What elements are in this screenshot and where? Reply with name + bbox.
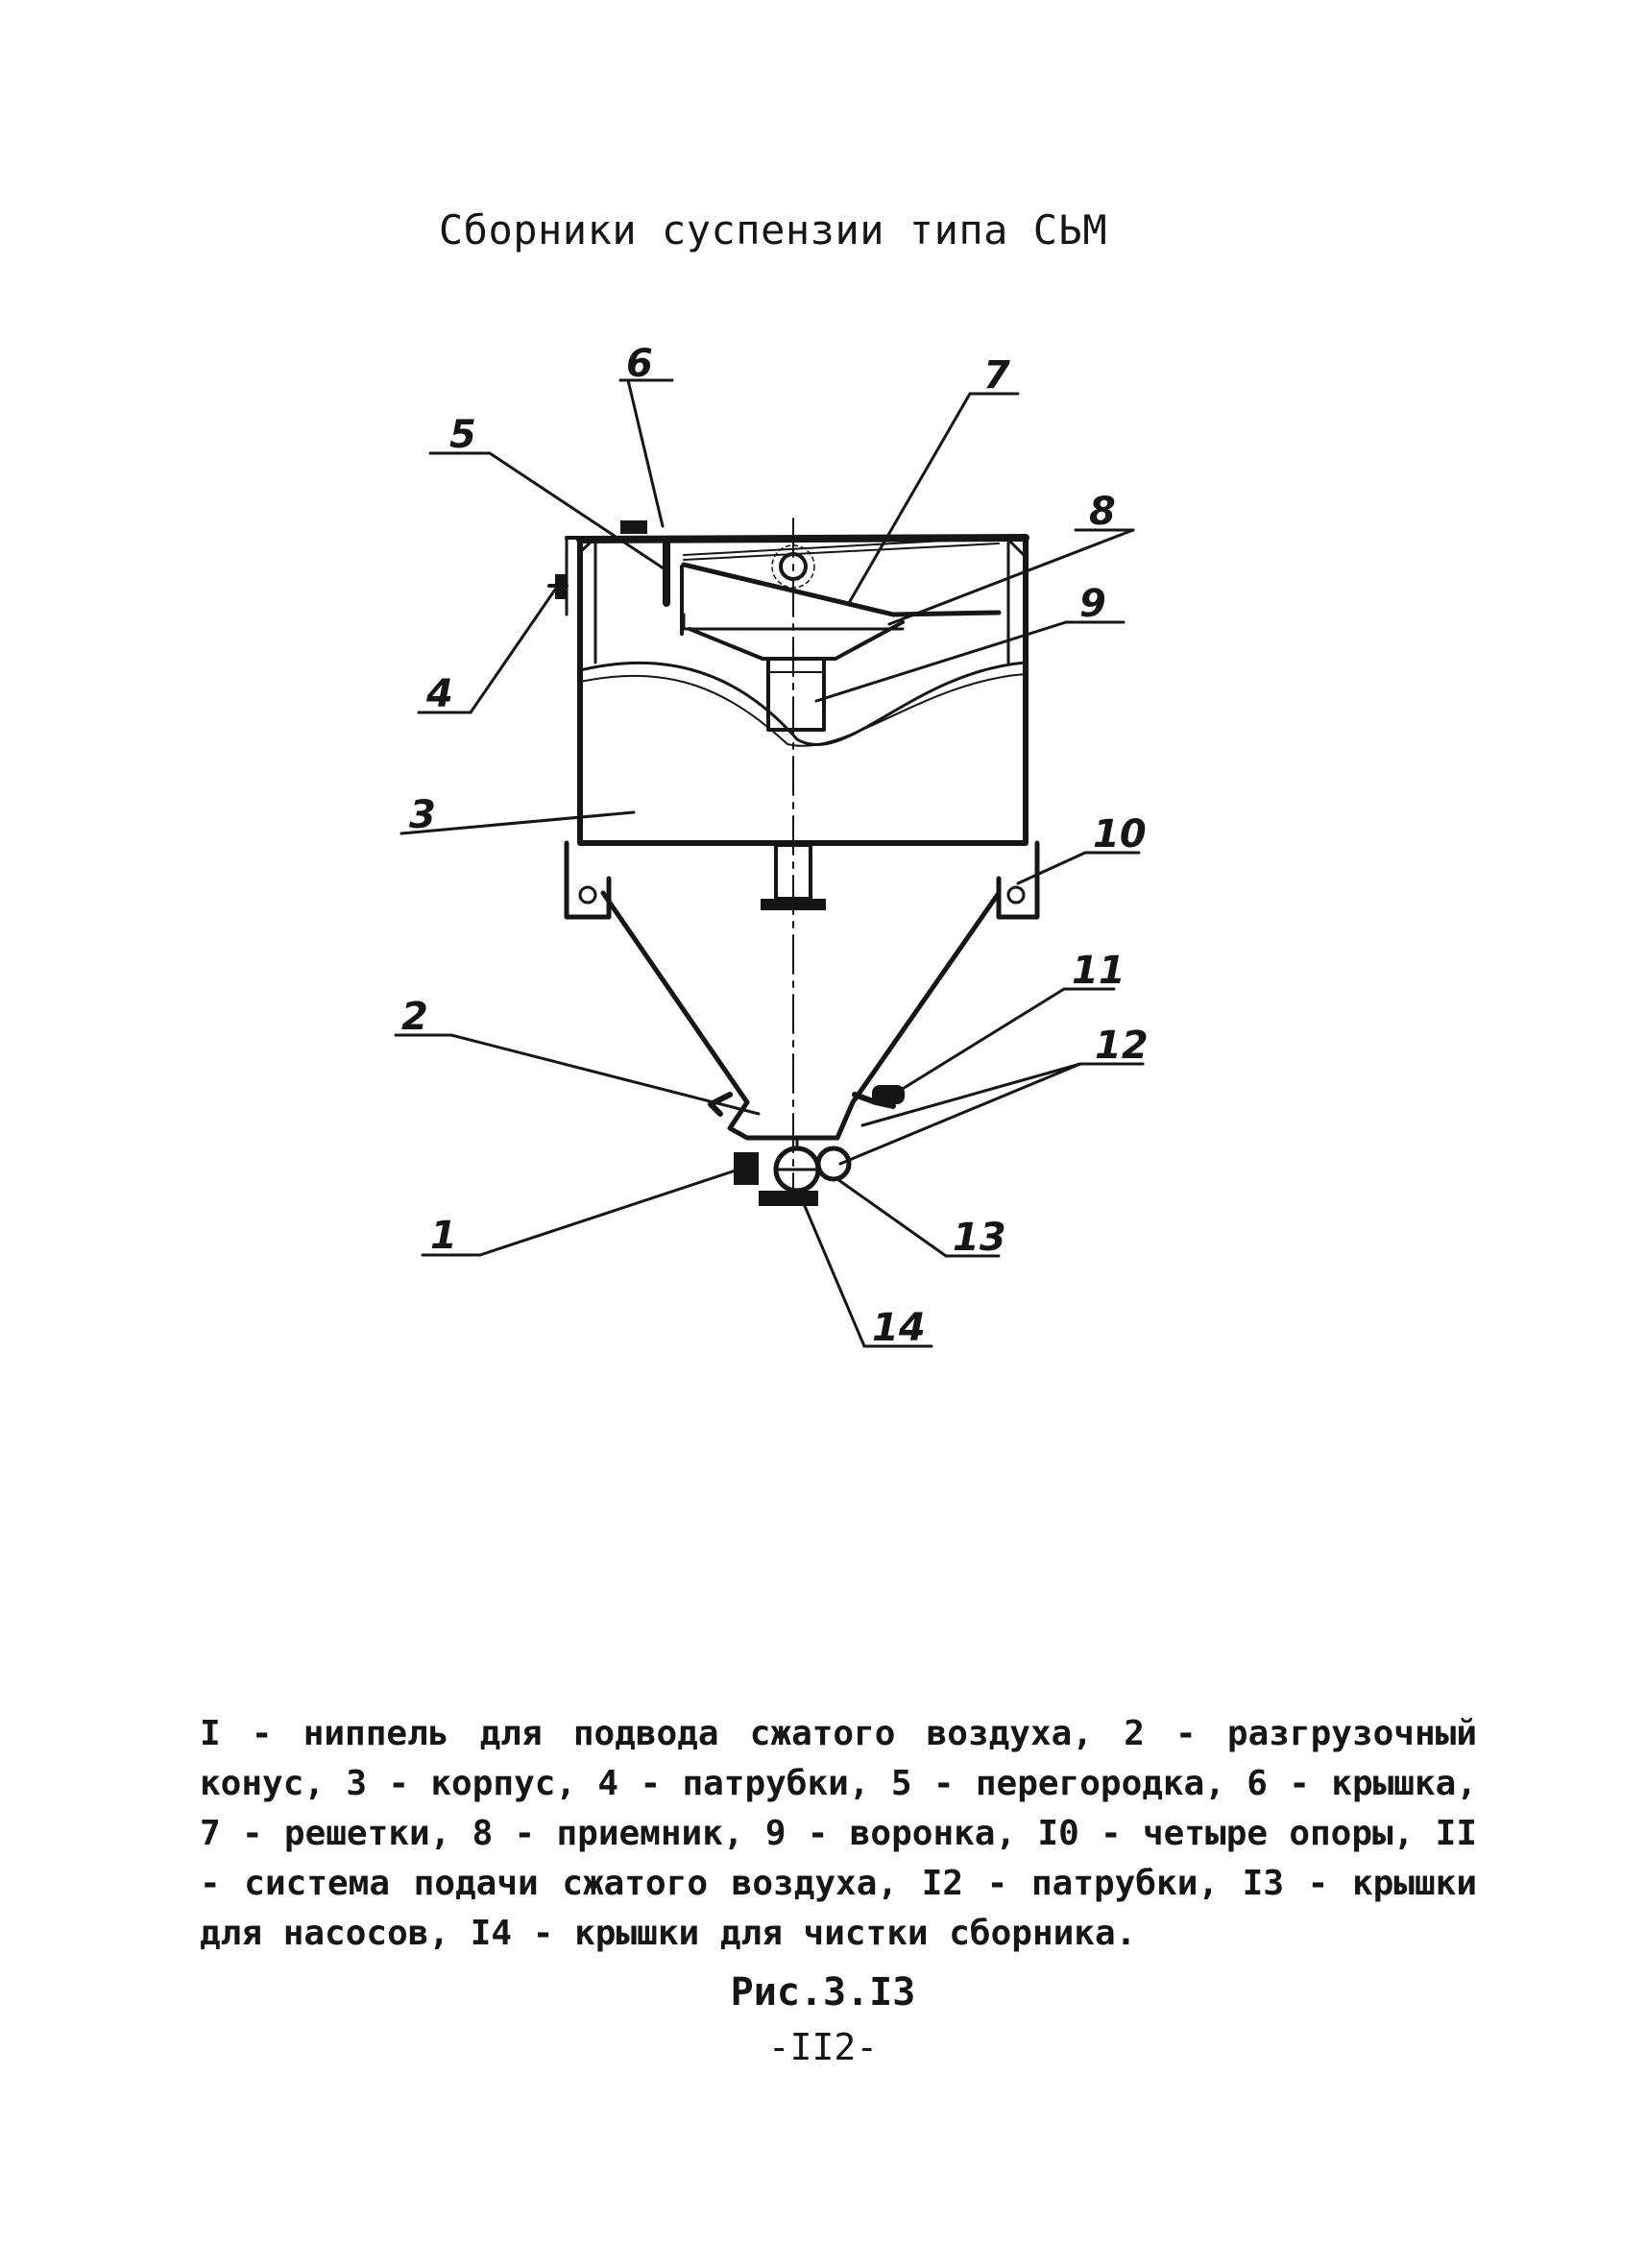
callout-5: 5 [449,413,476,457]
callout-12: 12 [1095,1024,1149,1068]
discharge-cone [600,890,1002,1105]
callout-10: 10 [1093,812,1147,857]
bottom-assembly [708,1085,905,1206]
side-nozzle [547,574,569,599]
receiver [682,613,905,631]
callout-13: 13 [953,1216,1006,1260]
bottom-stub [761,843,826,910]
legend-paragraph: I - ниппель для подвода сжатого воздуха,… [200,1714,1477,1953]
lid-handle [620,520,647,534]
partition [663,539,684,636]
callout-11: 11 [1072,949,1126,993]
collector-drawing: 6 5 7 8 9 4 3 10 2 11 12 1 13 14 [394,342,1149,1350]
callout-3: 3 [409,793,436,837]
liquid-level-line [578,661,1028,746]
grating [681,537,1002,617]
page-number: -II2- [767,2026,879,2068]
callout-6: 6 [626,342,653,386]
callout-9: 9 [1079,582,1106,626]
legend-text: I - ниппель для подвода сжатого воздуха,… [200,1709,1477,1959]
callout-1: 1 [430,1214,457,1258]
callout-7: 7 [983,353,1010,398]
callout-2: 2 [401,995,428,1039]
figure-caption: Рис.3.I3 [730,1970,916,2015]
funnel [688,620,905,732]
callout-4: 4 [425,672,453,716]
page-title: Сборники суспензии типа СЬМ [438,206,1108,253]
callout-14: 14 [872,1306,926,1350]
callout-8: 8 [1089,490,1116,534]
housing [565,534,1029,846]
liquid-level-line-2 [579,673,1027,747]
leader-lines [394,378,1145,1348]
